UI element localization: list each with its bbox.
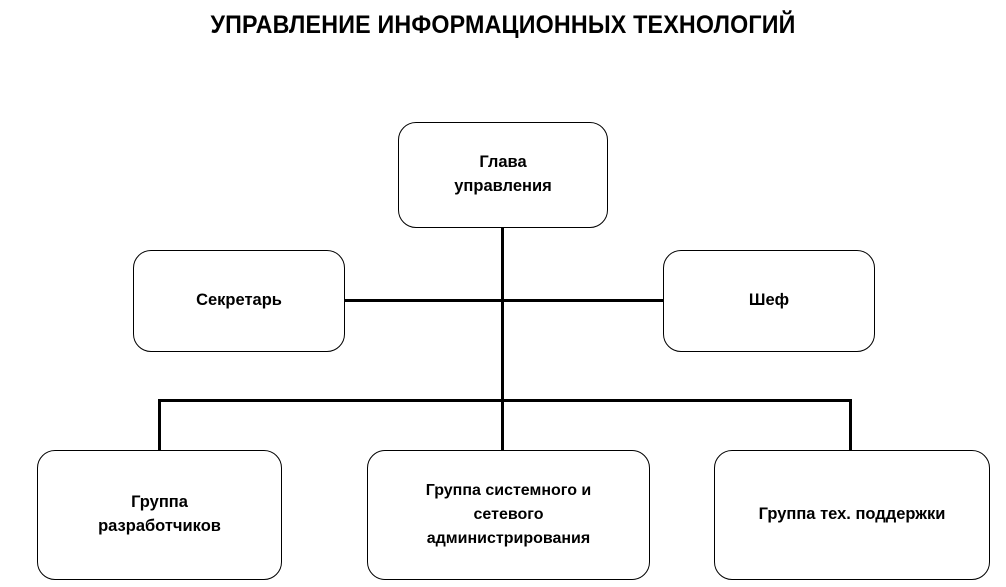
connector-drop-left xyxy=(158,399,161,451)
connector-drop-right xyxy=(849,399,852,451)
node-chief[interactable]: Шеф xyxy=(663,250,875,352)
node-head-of-department[interactable]: Глава управления xyxy=(398,122,608,228)
node-system-network-admin-group-label: Группа системного и сетевого администрир… xyxy=(425,482,592,547)
page-title: УПРАВЛЕНИЕ ИНФОРМАЦИОННЫХ ТЕХНОЛОГИЙ xyxy=(210,11,796,39)
node-chief-label: Шеф xyxy=(748,291,790,310)
connector-distribution-bar xyxy=(158,399,852,402)
node-system-network-admin-group[interactable]: Группа системного и сетевого администрир… xyxy=(367,450,650,580)
node-secretary[interactable]: Секретарь xyxy=(133,250,345,352)
node-secretary-label: Секретарь xyxy=(196,291,282,310)
connector-lateral-bar xyxy=(344,299,664,302)
node-developers-group[interactable]: Группа разработчиков xyxy=(37,450,282,580)
node-head-of-department-label: Глава управления xyxy=(454,153,552,195)
connector-head-trunk xyxy=(501,227,504,451)
node-tech-support-group-label: Группа тех. поддержки xyxy=(758,505,946,524)
node-tech-support-group[interactable]: Группа тех. поддержки xyxy=(714,450,990,580)
node-developers-group-label: Группа разработчиков xyxy=(98,493,221,535)
